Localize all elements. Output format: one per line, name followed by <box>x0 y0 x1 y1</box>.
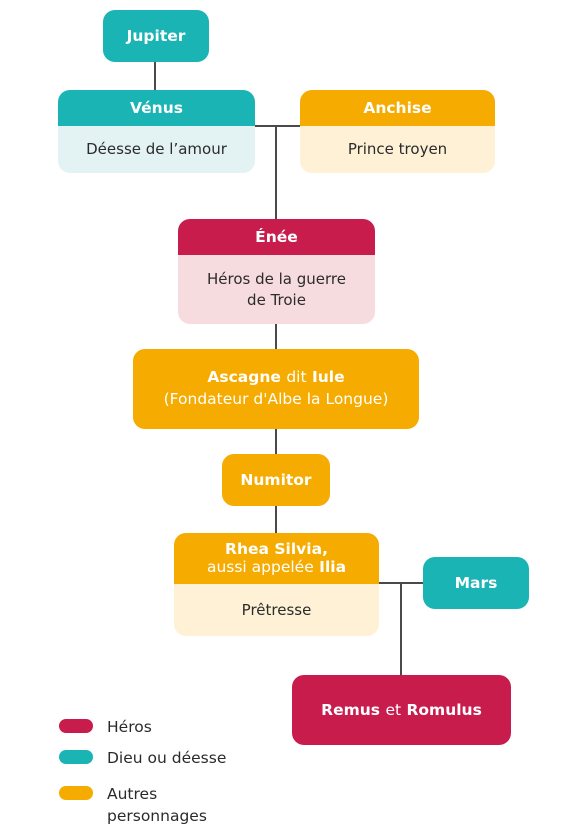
node-venus-name: Vénus <box>130 99 183 117</box>
node-twins: Remus et Romulus <box>292 675 511 745</box>
legend-item-dieu: Dieu ou déesse <box>59 747 226 769</box>
node-ascagne-connector: dit <box>286 368 307 387</box>
connector-numitor-rhea <box>275 506 277 534</box>
node-ascagne-subtitle: (Fondateur d'Albe la Longue) <box>163 390 389 408</box>
node-rhea: Rhea Silvia, aussi appelée Ilia Prêtress… <box>174 533 379 636</box>
node-ascagne-name-a: Ascagne <box>207 368 281 387</box>
node-numitor-name: Numitor <box>240 471 312 489</box>
node-rhea-desc: Prêtresse <box>241 600 312 619</box>
legend-label-autres: Autres <box>107 785 158 803</box>
node-venus: Vénus Déesse de l’amour <box>58 90 255 173</box>
legend-label-dieu: Dieu ou déesse <box>107 749 227 767</box>
node-rhea-comma: , <box>322 539 328 558</box>
node-enee-desc-line1: Héros de la guerre <box>207 270 346 289</box>
node-enee-desc-line2: de Troie <box>247 290 306 309</box>
legend-swatch-heros <box>59 719 93 733</box>
node-twins-name-a: Remus <box>321 701 381 719</box>
legend-label-autres-line2: personnages <box>107 807 207 825</box>
legend-item-heros: Héros <box>59 716 152 738</box>
node-anchise-name: Anchise <box>363 99 432 117</box>
node-enee-name: Énée <box>255 228 298 246</box>
node-venus-desc: Déesse de l’amour <box>86 140 227 159</box>
node-rhea-alias: Ilia <box>319 557 347 576</box>
node-rhea-name: Rhea Silvia <box>225 539 323 558</box>
node-jupiter: Jupiter <box>103 10 209 62</box>
node-twins-name-b: Romulus <box>406 701 482 719</box>
node-numitor: Numitor <box>222 454 330 506</box>
legend-swatch-dieu <box>59 750 93 764</box>
node-mars-name: Mars <box>454 574 498 592</box>
connector-parents-twins <box>400 582 402 676</box>
connector-parents-enee <box>275 125 277 220</box>
legend-label-heros: Héros <box>107 718 152 736</box>
node-jupiter-name: Jupiter <box>126 27 186 45</box>
node-ascagne-name-b: Iule <box>311 368 345 387</box>
node-ascagne: Ascagne dit Iule (Fondateur d'Albe la Lo… <box>133 349 419 429</box>
connector-enee-ascagne <box>275 323 277 350</box>
legend-swatch-autres <box>59 786 93 800</box>
node-anchise: Anchise Prince troyen <box>300 90 495 173</box>
node-enee: Énée Héros de la guerre de Troie <box>178 219 375 324</box>
node-anchise-desc: Prince troyen <box>347 140 448 159</box>
node-twins-connector: et <box>385 701 402 719</box>
connector-venus-anchise <box>255 125 301 127</box>
connector-jupiter-venus <box>154 62 156 90</box>
node-mars: Mars <box>423 557 529 609</box>
connector-ascagne-numitor <box>275 428 277 454</box>
legend-item-autres: Autres personnages <box>59 783 207 827</box>
node-rhea-aka: aussi appelée <box>206 557 314 576</box>
